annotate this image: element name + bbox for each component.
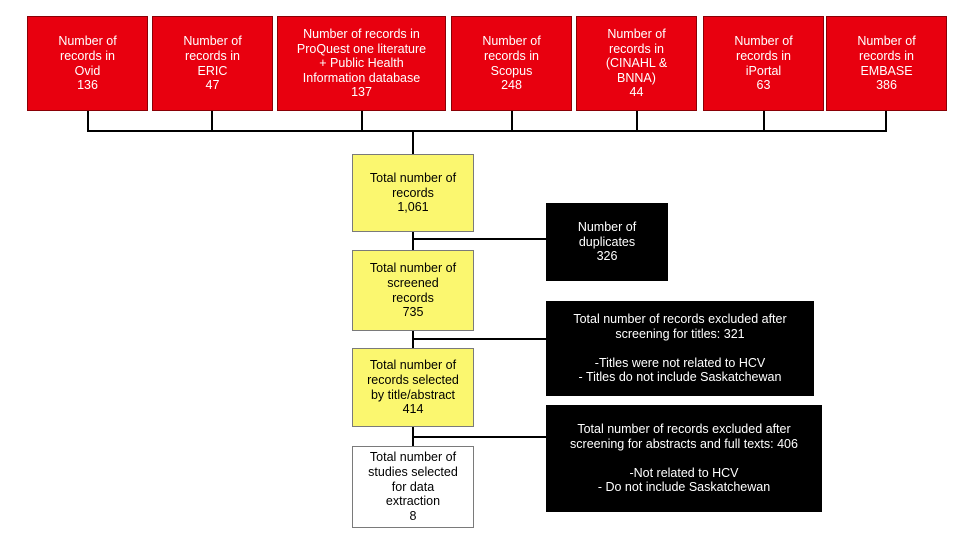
source-box-cinahl-bnna: Number of records in (CINAHL & BNNA) 44 — [576, 16, 697, 111]
source-box-proquest: Number of records in ProQuest one litera… — [277, 16, 446, 111]
source-box-iportal: Number of records in iPortal 63 — [703, 16, 824, 111]
final-studies-box: Total number of studies selected for dat… — [352, 446, 474, 528]
branch-excluded-titles — [412, 338, 546, 340]
total-records-box: Total number of records 1,061 — [352, 154, 474, 232]
excluded-titles-box: Total number of records excluded after s… — [546, 301, 814, 396]
screened-records-box: Total number of screened records 735 — [352, 250, 474, 331]
connector-cinahl-bnna — [636, 111, 638, 132]
branch-excluded-abstracts — [412, 436, 546, 438]
source-box-eric: Number of records in ERIC 47 — [152, 16, 273, 111]
merge-bar — [87, 130, 887, 132]
selected-abstract-box: Total number of records selected by titl… — [352, 348, 474, 427]
source-box-embase: Number of records in EMBASE 386 — [826, 16, 947, 111]
source-box-ovid: Number of records in Ovid 136 — [27, 16, 148, 111]
connector-eric — [211, 111, 213, 132]
connector-proquest — [361, 111, 363, 132]
connector-ovid — [87, 111, 89, 132]
connector-scopus — [511, 111, 513, 132]
connector-iportal — [763, 111, 765, 132]
duplicates-box: Number of duplicates 326 — [546, 203, 668, 281]
connector-embase — [885, 111, 887, 132]
excluded-abstracts-box: Total number of records excluded after s… — [546, 405, 822, 512]
source-box-scopus: Number of records in Scopus 248 — [451, 16, 572, 111]
branch-duplicates — [412, 238, 546, 240]
